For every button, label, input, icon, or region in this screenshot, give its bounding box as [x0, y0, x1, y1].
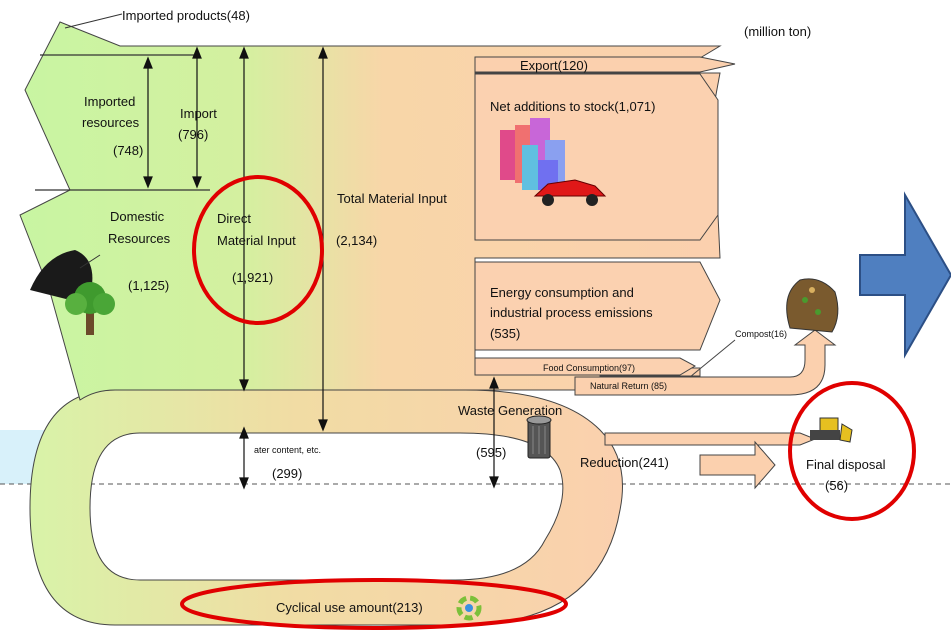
final-disposal-highlight: [788, 381, 916, 521]
cyclical-use-label: Cyclical use amount(213): [276, 600, 423, 615]
import-measure: [192, 46, 202, 189]
domestic-resources-value: (1,125): [128, 278, 169, 293]
cyclical-loop: [29, 389, 623, 626]
direct-material-input-label-2: Material Input: [217, 233, 296, 248]
bulldozer-icon: [810, 417, 853, 443]
domestic-resources-label-2: Resources: [108, 231, 171, 246]
export-label: Export(120): [520, 58, 588, 73]
import-value: (796): [178, 127, 208, 142]
food-consumption-label: Food Consumption(97): [543, 363, 635, 373]
direct-material-input-highlight: [192, 175, 324, 325]
net-additions-label: Net additions to stock(1,071): [490, 99, 655, 114]
direct-material-input-measure: [239, 46, 249, 392]
compost-icon: [786, 278, 839, 333]
final-disposal-label: Final disposal: [806, 457, 886, 472]
waste-generation-measure: [489, 376, 499, 489]
import-label: Import: [180, 106, 217, 121]
final-disposal-arrow: [699, 440, 776, 490]
energy-panel: [474, 261, 721, 351]
natural-return-label: Natural Return (85): [590, 381, 667, 391]
energy-label-2: industrial process emissions: [490, 305, 653, 320]
imported-resources-measure: [143, 56, 153, 189]
imported-resources-label-1: Imported: [84, 94, 135, 109]
natural-return-flow: [574, 329, 837, 396]
export-arrow: [474, 56, 736, 73]
total-material-input-value: (2,134): [336, 233, 377, 248]
reduction-label: Reduction(241): [580, 455, 669, 470]
big-output-arrow: [859, 191, 951, 359]
direct-material-input-label-1: Direct: [217, 211, 251, 226]
net-additions-panel: [474, 73, 719, 241]
reduction-arrow: [604, 432, 817, 446]
water-content-label: ater content, etc.: [254, 445, 321, 455]
trash-can-icon: [526, 415, 552, 459]
direct-material-input-value: (1,921): [232, 270, 273, 285]
domestic-resources-label-1: Domestic: [110, 209, 165, 224]
waste-generation-value: (595): [476, 445, 506, 460]
cyclical-use-highlight: [180, 578, 568, 630]
final-disposal-value: (56): [825, 478, 848, 493]
imported-products-leader: [64, 13, 123, 29]
imported-resources-label-2: resources: [82, 115, 140, 130]
water-content-measure: [239, 426, 249, 490]
food-consumption-strip: [474, 357, 697, 376]
waste-generation-label: Waste Generation: [458, 403, 562, 418]
compost-leader: [689, 339, 736, 378]
water-content-value: (299): [272, 466, 302, 481]
energy-value: (535): [490, 326, 520, 341]
imported-products-label: Imported products(48): [122, 8, 250, 23]
recycle-icon: [456, 595, 482, 621]
buildings-car-icon: [500, 118, 607, 206]
unit-label: (million ton): [744, 24, 811, 39]
imported-resources-value: (748): [113, 143, 143, 158]
energy-label-1: Energy consumption and: [490, 285, 634, 300]
total-material-input-label: Total Material Input: [337, 191, 447, 206]
natural-resources-icon: [30, 250, 115, 335]
compost-label: Compost(16): [735, 329, 787, 339]
